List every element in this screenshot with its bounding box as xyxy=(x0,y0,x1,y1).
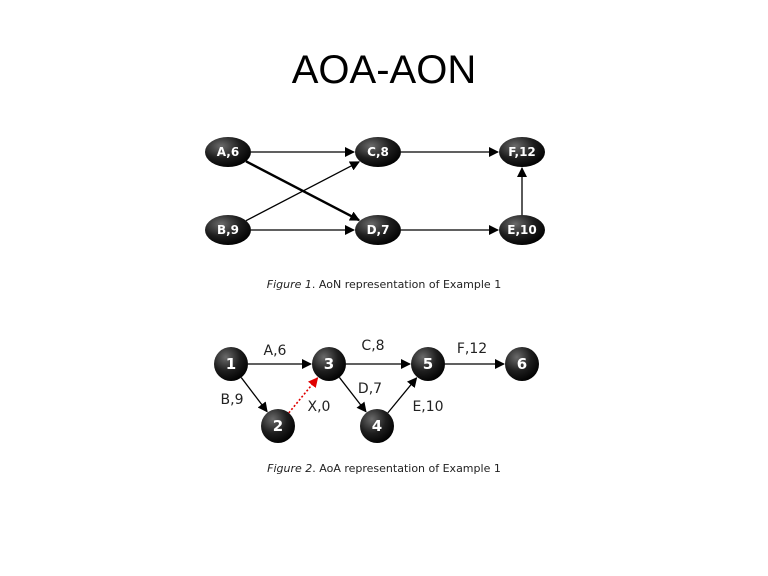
aoa-dummy-activity xyxy=(288,377,319,414)
aon-edge xyxy=(245,161,361,222)
aon-caption-number: Figure 1 xyxy=(266,278,312,291)
aoa-activity-arrow xyxy=(240,377,268,413)
aoa-node-label: 4 xyxy=(372,417,382,435)
aon-caption-text: . AoN representation of Example 1 xyxy=(311,278,502,291)
aon-node-a: A,6 xyxy=(205,137,251,167)
aoa-caption-number: Figure 2 xyxy=(267,462,313,475)
aoa-event-node-2: 2 xyxy=(261,409,295,443)
aoa-event-node-3: 3 xyxy=(312,347,346,381)
slide-title: AOA-AON xyxy=(291,48,477,92)
aoa-activity-label: D,7 xyxy=(358,381,382,397)
aon-caption: Figure 1. AoN representation of Example … xyxy=(0,278,768,291)
aon-node-label: A,6 xyxy=(217,145,239,159)
aon-node-f: F,12 xyxy=(499,137,545,167)
aoa-caption: Figure 2. AoA representation of Example … xyxy=(0,462,768,475)
aon-node-label: C,8 xyxy=(367,145,389,159)
aon-node-label: F,12 xyxy=(508,145,536,159)
aoa-event-node-5: 5 xyxy=(411,347,445,381)
aoa-activity-label: F,12 xyxy=(457,341,487,357)
aoa-event-node-1: 1 xyxy=(214,347,248,381)
aoa-caption-text: . AoA representation of Example 1 xyxy=(312,462,501,475)
aoa-node-label: 6 xyxy=(517,355,527,373)
aon-node-label: D,7 xyxy=(367,223,390,237)
aoa-activity-arrow xyxy=(387,377,418,414)
aoa-activity-arrow xyxy=(338,377,367,413)
aon-node-c: C,8 xyxy=(355,137,401,167)
aoa-activity-label: X,0 xyxy=(308,399,331,415)
aoa-activity-label: E,10 xyxy=(412,399,443,415)
aoa-node-label: 2 xyxy=(273,417,283,435)
aoa-diagram: A,6B,9 X,0 C,8D,7E,10 F,12 1 2 3 4 5 6 xyxy=(214,338,539,443)
aoa-event-node-4: 4 xyxy=(360,409,394,443)
aoa-activity-label: B,9 xyxy=(221,392,244,408)
aon-node-d: D,7 xyxy=(355,215,401,245)
aon-node-e: E,10 xyxy=(499,215,545,245)
aoa-node-label: 1 xyxy=(226,355,236,373)
aon-node-label: E,10 xyxy=(507,223,536,237)
aon-diagram: A,6B,9 C,8D,7 E,10 F,12 xyxy=(205,137,545,245)
aoa-node-label: 3 xyxy=(324,355,334,373)
aoa-node-label: 5 xyxy=(423,355,433,373)
aoa-event-node-6: 6 xyxy=(505,347,539,381)
aoa-activity-label: C,8 xyxy=(361,338,384,354)
aoa-activity-label: A,6 xyxy=(264,343,287,359)
aon-node-label: B,9 xyxy=(217,223,239,237)
aon-node-b: B,9 xyxy=(205,215,251,245)
